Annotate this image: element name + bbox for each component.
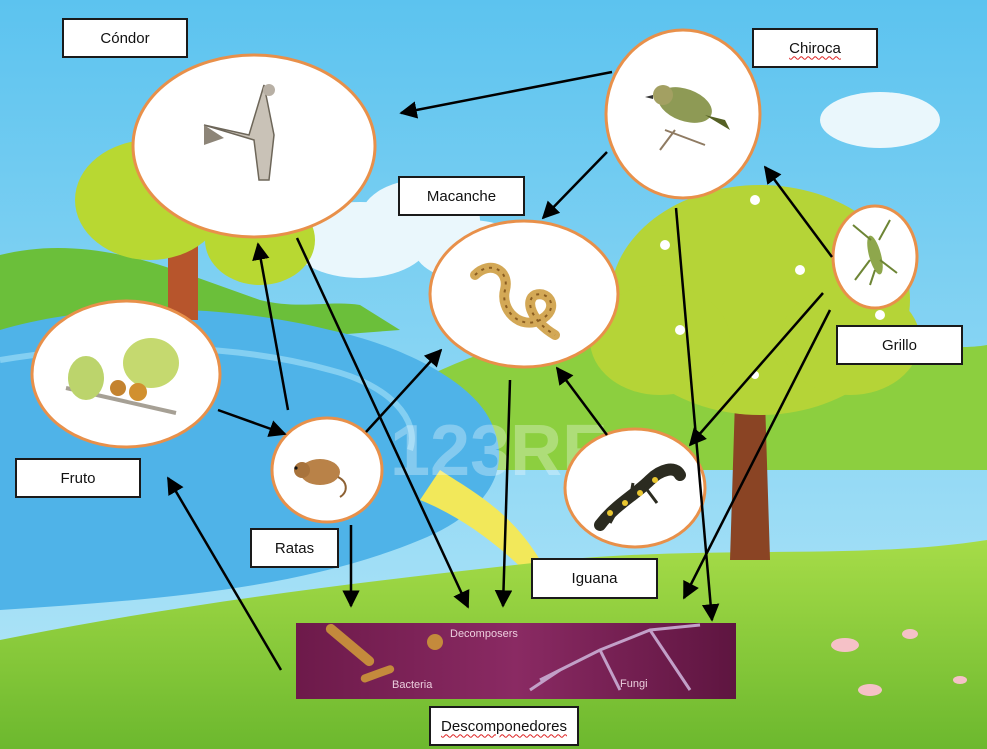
label-chiroca-text: Chiroca bbox=[789, 39, 841, 57]
decomposers-image-caption: Decomposers bbox=[450, 628, 518, 640]
label-grillo: Grillo bbox=[836, 325, 963, 365]
arrow-descomponedores-fruto bbox=[166, 476, 283, 671]
label-descomponedores-text: Descomponedores bbox=[441, 717, 567, 735]
arrow-chiroca-descomponedores bbox=[674, 207, 720, 622]
condor-icon bbox=[203, 84, 275, 181]
arrow-iguana-macanche bbox=[555, 366, 609, 436]
arrow-macanche-descomponedores bbox=[494, 379, 513, 608]
macanche-node bbox=[428, 219, 620, 369]
label-macanche: Macanche bbox=[398, 176, 525, 216]
fungi-hyphae bbox=[529, 623, 701, 692]
label-iguana: Iguana bbox=[531, 558, 658, 599]
arrow-chiroca-condor bbox=[399, 70, 613, 119]
food-web-arrows bbox=[166, 70, 834, 671]
arrow-ratas-macanche bbox=[365, 348, 443, 433]
arrow-grillo-descomponedores bbox=[682, 309, 832, 600]
label-condor: Cóndor bbox=[62, 18, 188, 58]
label-fruto: Fruto bbox=[15, 458, 141, 498]
label-descomponedores: Descomponedores bbox=[429, 706, 579, 746]
snake-icon bbox=[470, 262, 560, 340]
tree-flowers bbox=[660, 195, 885, 379]
stones bbox=[831, 629, 967, 696]
fruit-icon bbox=[65, 338, 179, 415]
right-tree-trunk bbox=[730, 400, 770, 560]
arrow-condor-descomponedores bbox=[295, 237, 470, 609]
bacteria-shapes bbox=[325, 623, 443, 683]
rat-icon bbox=[294, 459, 347, 498]
cricket-icon bbox=[852, 219, 898, 286]
arrow-chiroca-macanche bbox=[541, 151, 608, 220]
arrow-grillo-chiroca bbox=[763, 165, 834, 258]
fungi-caption: Fungi bbox=[620, 678, 648, 690]
arrow-grillo-iguana bbox=[688, 292, 824, 447]
label-chiroca: Chiroca bbox=[752, 28, 878, 68]
label-ratas: Ratas bbox=[250, 528, 339, 568]
bacteria-caption: Bacteria bbox=[392, 679, 433, 691]
arrow-fruto-ratas bbox=[217, 408, 287, 437]
arrow-ratas-condor bbox=[252, 242, 290, 411]
iguana-icon bbox=[594, 463, 686, 531]
bird-icon bbox=[645, 85, 730, 151]
